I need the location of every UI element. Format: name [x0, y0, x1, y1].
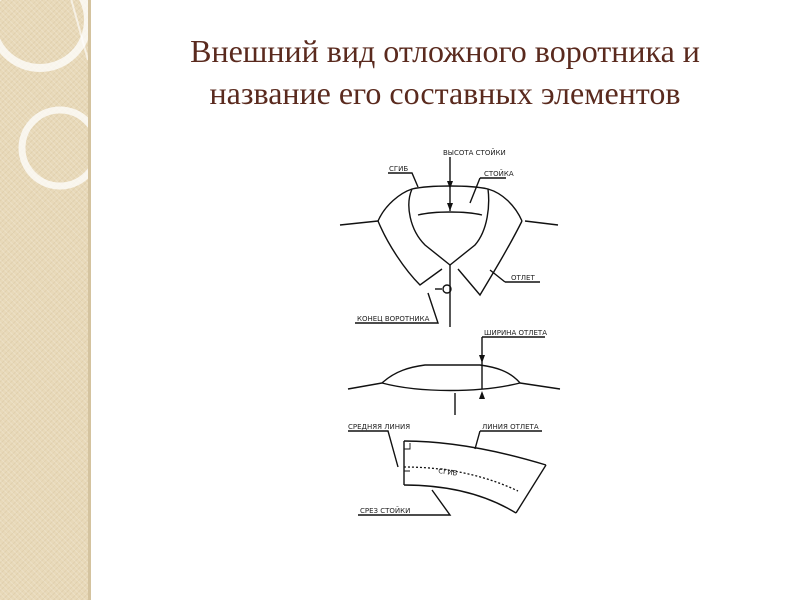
decorative-sidebar — [0, 0, 102, 600]
label-middle-line: СРЕДНЯЯ ЛИНИЯ — [348, 423, 410, 431]
slide-title: Внешний вид отложного воротника и назван… — [100, 30, 790, 114]
label-fold-top: СГИБ — [389, 165, 408, 173]
title-line-2: название его составных элементов — [209, 75, 681, 111]
arc-decoration-icon — [0, 0, 102, 190]
collar-diagram: ВЫСОТА СТОЙКИ СГИБ СТОЙКА ОТЛЕТ КОНЕЦ ВО… — [339, 148, 561, 516]
label-fold-pattern: СГИБ — [438, 467, 458, 478]
label-stand: СТОЙКА — [484, 169, 514, 178]
label-lapel: ОТЛЕТ — [511, 274, 535, 282]
label-height-stand: ВЫСОТА СТОЙКИ — [443, 148, 506, 157]
label-collar-end: КОНЕЦ ВОРОТНИКА — [357, 315, 430, 323]
sidebar-edge — [88, 0, 91, 600]
label-stand-cut: СРЕЗ СТОЙКИ — [360, 506, 410, 515]
title-line-1: Внешний вид отложного воротника и — [190, 33, 700, 69]
label-lapel-width: ШИРИНА ОТЛЕТА — [484, 329, 547, 337]
label-lapel-line: ЛИНИЯ ОТЛЕТА — [482, 423, 539, 431]
